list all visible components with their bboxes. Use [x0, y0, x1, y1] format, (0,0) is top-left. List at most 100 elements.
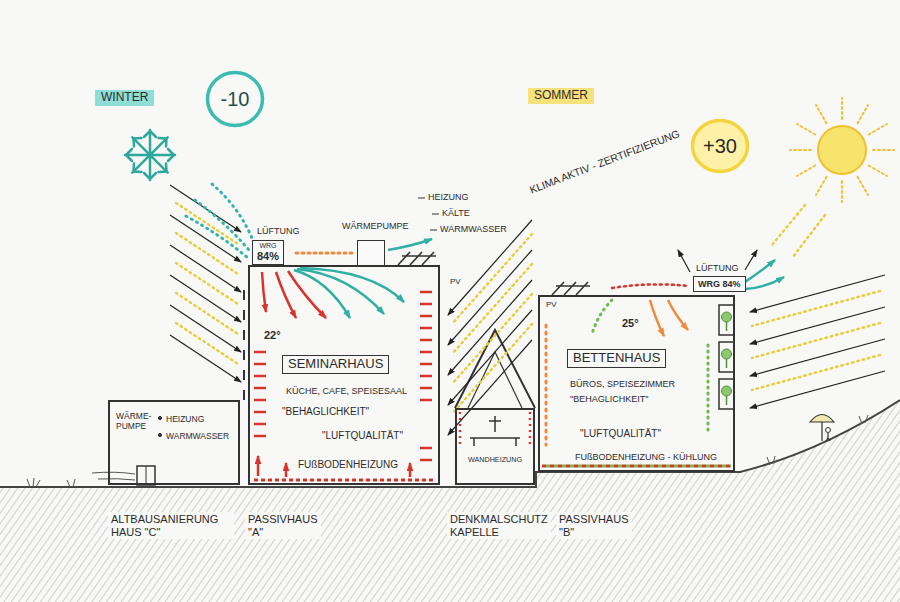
quality-note: "LUFTQUALITÄT": [322, 430, 403, 442]
roof-flows: [418, 198, 439, 230]
system-label: WARMWASSER: [440, 224, 507, 234]
unit-label: WRG 84%: [698, 279, 741, 289]
building-section: 22° KÜCHE, CAFE, SPEISESAAL "BEHAGLICHKEIT…: [248, 265, 440, 485]
fresh-air-inflow: [212, 184, 252, 238]
windows-with-trees: [722, 386, 732, 396]
fresh-air-inflow: [186, 184, 252, 258]
pv-panels: [398, 252, 590, 295]
windows-with-trees: [726, 322, 728, 405]
temperature-circle: -10: [205, 70, 265, 128]
summer-sun-rays: [750, 371, 885, 408]
service-label: WARMWASSER: [166, 432, 229, 442]
room-uses: BÜROS, SPEISEZIMMER: [570, 379, 675, 389]
heating-marks: [254, 292, 436, 480]
heat-pump-unit: [158, 416, 161, 419]
sun: [790, 98, 894, 202]
chapel-drawing: [489, 416, 501, 432]
heat-pump-unit: [137, 466, 155, 485]
heating-note: FUßBODENHEIZUNG - KÜHLUNG: [575, 452, 717, 462]
building-caption: PASSIVHAUS "A": [245, 512, 321, 539]
ventilation-unit: LÜFTUNGWRG84%: [252, 240, 284, 265]
heating-marks: [285, 463, 288, 477]
heating-note: WANDHEIZUNG: [457, 456, 533, 464]
building-name: SEMINARHAUS: [288, 357, 383, 372]
ground: [0, 400, 900, 487]
system-label: HEIZUNG: [428, 192, 469, 202]
person-with-parasol: [810, 415, 834, 423]
circle-outline: [208, 73, 263, 126]
ground: [27, 415, 868, 487]
roof-flows: [296, 252, 352, 255]
chapel-section: WANDHEIZUNG: [455, 408, 535, 485]
room-uses: KÜCHE, CAFE, SPEISESAAL: [286, 386, 407, 396]
bettenhaus-flows: [745, 250, 757, 270]
summer-sun-rays: [448, 220, 885, 435]
ventilation-flows: [294, 270, 350, 318]
snowflake: [125, 130, 175, 180]
system-label: KÄLTE: [442, 208, 470, 218]
ground: [0, 400, 900, 602]
quality-note: "BEHAGLICHKEIT": [570, 394, 648, 404]
unit-heading: WÄRMEPUMPE: [342, 221, 409, 231]
summer-sun-rays: [448, 250, 532, 345]
summer-sun-rays: [448, 280, 532, 375]
temperature-value: 22°: [264, 329, 281, 342]
ventilation-flows: [262, 272, 266, 312]
bettenhaus-flows: [678, 250, 690, 272]
pv-label: PV: [546, 300, 557, 309]
ventilation-flows: [297, 269, 384, 314]
quality-note: "LUFTQUALITÄT": [580, 428, 661, 440]
building-caption: PASSIVHAUS "B": [556, 512, 632, 539]
summer-sun-rays: [448, 220, 532, 315]
snowflake: [126, 131, 174, 179]
summer-sun-rays: [448, 340, 532, 435]
bettenhaus-flows: [668, 300, 688, 330]
ventilation-flows: [262, 268, 404, 318]
bettenhaus-flows: [545, 325, 548, 445]
summer-sun-rays: [752, 323, 880, 358]
unit-heading: LÜFTUNG: [696, 263, 739, 273]
snowflake: [125, 130, 175, 180]
summer-sun-rays: [752, 355, 880, 390]
circle-outline: [693, 121, 748, 172]
heating-marks: [257, 456, 260, 476]
bettenhaus-flows: [542, 465, 731, 468]
summer-sun-rays: [452, 205, 880, 414]
heat-pump-unit: [92, 472, 135, 480]
ventilation-flows: [300, 268, 404, 302]
summer-sun-rays: [750, 339, 885, 376]
pv-label: PV: [450, 277, 461, 286]
building-section: WÄRME- PUMPEHEIZUNGWARMWASSER: [108, 400, 240, 485]
temperature-value: +30: [703, 135, 737, 158]
roof-flows: [388, 239, 432, 250]
summer-sun-rays: [750, 275, 885, 312]
building-caption: ALTBAUSANIERUNG HAUS "C": [108, 512, 234, 539]
heat-pump-unit: [158, 433, 161, 436]
quality-note: "BEHAGLICHKEIT": [282, 406, 369, 418]
building-name: BETTENHAUS: [573, 351, 660, 366]
summer-sun-rays: [752, 291, 880, 326]
heat-pump-unit: [146, 466, 147, 485]
summer-sun-rays: [448, 205, 885, 435]
heating-marks: [254, 479, 436, 482]
wall-windows: [243, 290, 245, 400]
ventilation-flows: [288, 271, 326, 318]
wall-windows: [243, 290, 245, 400]
person-with-parasol: [810, 415, 834, 442]
temperature-circle: +30: [690, 118, 750, 174]
fresh-air-inflow: [186, 216, 248, 258]
person-with-parasol: [826, 428, 831, 433]
person-with-parasol: [826, 433, 830, 441]
temperature-value: -10: [221, 88, 250, 111]
bettenhaus-flows: [542, 465, 731, 468]
snowflake: [134, 138, 167, 172]
winter-sun-rays: [176, 323, 238, 364]
bettenhaus-flows: [707, 345, 710, 430]
heat-pump-box: WÄRMEPUMPE: [357, 240, 385, 266]
certification-note: KLIMA AKTIV - ZERTIFIZIERUNG: [528, 127, 681, 195]
building-caption: DENKMALSCHUTZ KAPELLE: [447, 512, 551, 539]
efficiency-value: 84%: [257, 250, 279, 263]
equipment-label: WÄRME- PUMPE: [116, 412, 151, 432]
temperature-value: 25°: [622, 317, 639, 330]
